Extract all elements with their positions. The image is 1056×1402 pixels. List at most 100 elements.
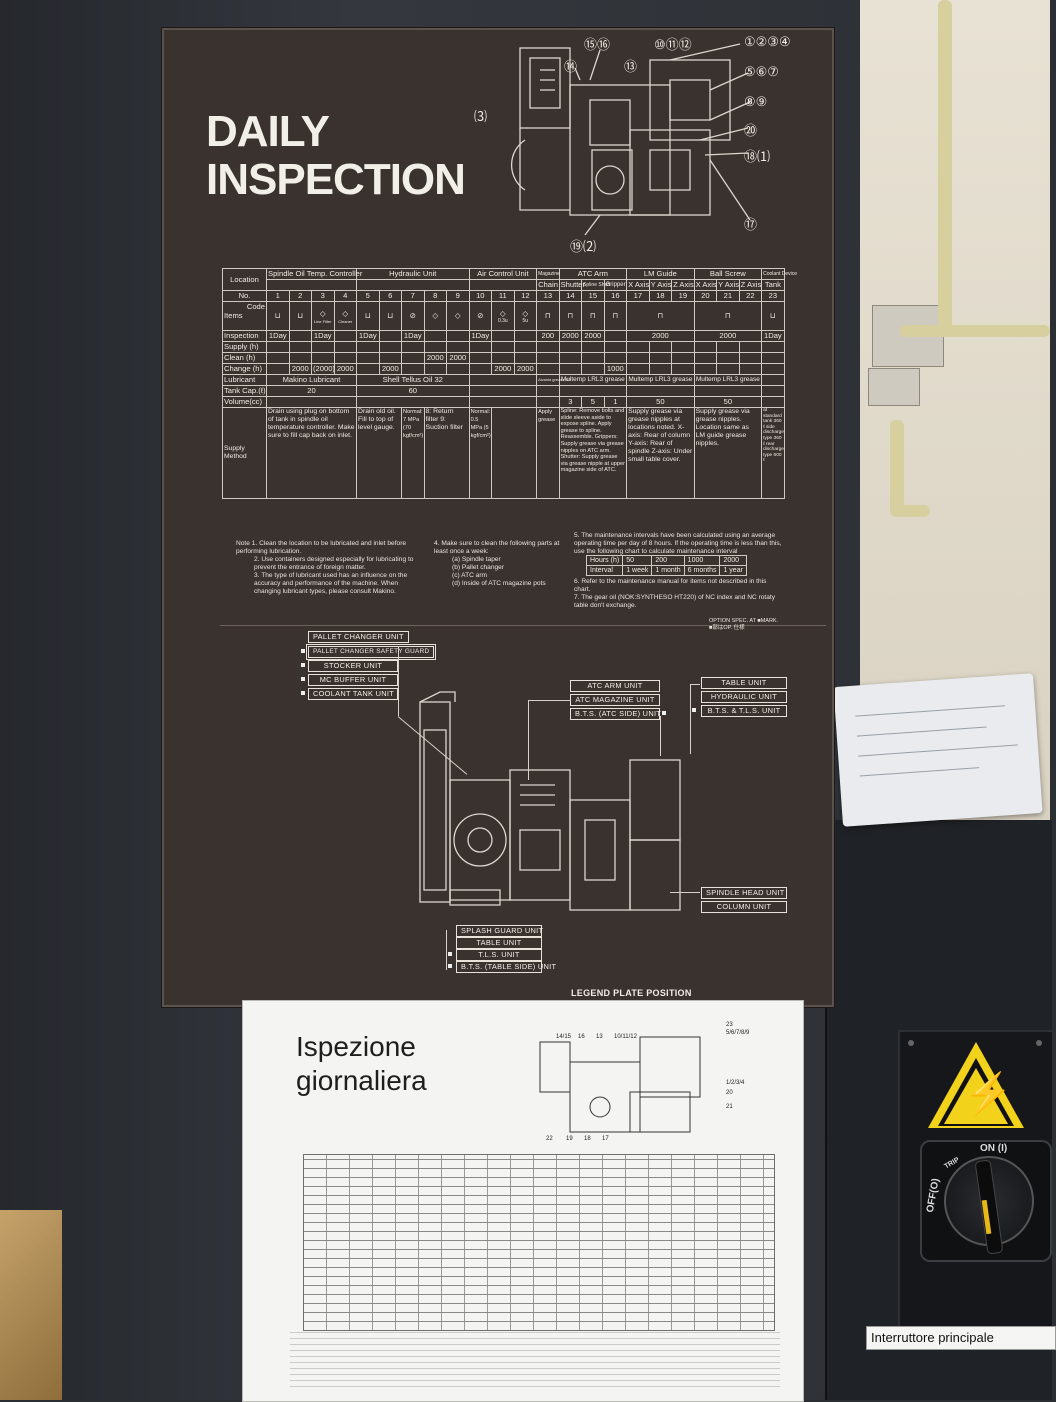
num-cell: 13	[536, 290, 560, 302]
cell: 50	[626, 396, 695, 408]
cell: 1Day	[468, 330, 493, 342]
label-mc-buffer: MC BUFFER UNIT	[308, 674, 398, 686]
callout-15-16: ⑮⑯	[584, 37, 611, 52]
callout-10-11-12: ⑩⑪⑫	[654, 37, 692, 52]
cell: 2000	[491, 363, 515, 375]
num-cell: 16	[603, 290, 628, 302]
code-label: Code	[246, 302, 265, 311]
label-tls: T.L.S. UNIT	[456, 949, 542, 961]
num-cell: 3	[311, 290, 335, 302]
cell: 2000	[288, 363, 312, 375]
hours-cell: 200	[651, 555, 685, 566]
notes-col-3: 5. The maintenance intervals have been c…	[574, 532, 784, 556]
header-magazine: Magazine	[536, 268, 560, 280]
sub-shutter: Shutter	[558, 279, 586, 291]
sub-gripper: Gripper	[603, 279, 628, 291]
interval-label: Interval	[585, 565, 624, 576]
notes-col-1: Note 1. Clean the location to be lubrica…	[236, 540, 416, 596]
cell: Multemp LRL3 grease	[558, 374, 628, 386]
cell: 1Day	[401, 330, 425, 342]
cell: Alvania grease S2	[536, 374, 571, 386]
header-ball: Ball Screw	[693, 268, 763, 280]
num-cell: 4	[333, 290, 358, 302]
machine-top-diagram	[511, 43, 751, 236]
cell: 60	[356, 385, 470, 397]
sub-x: X Axis	[626, 279, 650, 291]
num-cell: 19	[671, 290, 695, 302]
grease-symbol-icon: ⊓	[603, 301, 628, 331]
num-cell: 23	[761, 290, 785, 302]
cell: 5	[581, 396, 605, 408]
cell: Normal: 0.5 MPa (5 kgf/cm²)	[468, 407, 493, 499]
plate-title: DAILY INSPECTION	[206, 107, 466, 204]
sub-spline: Spline Shaft	[581, 279, 610, 291]
sub-by: Y Axis	[716, 279, 740, 291]
italian-callout: 16	[578, 1034, 585, 1040]
label-pallet-changer: PALLET CHANGER UNIT	[308, 631, 409, 643]
header-location: Location	[222, 268, 267, 291]
hours-cell: 2000	[719, 555, 747, 566]
num-cell: 2	[288, 290, 312, 302]
gauge-symbol-icon: ⊘	[468, 301, 493, 331]
daily-inspection-plate	[162, 28, 834, 1007]
grease-symbol-icon: ⊓	[693, 301, 763, 331]
num-cell: 14	[558, 290, 583, 302]
option-line-1: OPTION SPEC. AT ■MARK.	[709, 618, 779, 624]
machine-lower-diagram	[419, 691, 681, 911]
header-hydraulic: Hydraulic Unit	[356, 268, 470, 280]
num-cell: 7	[401, 290, 425, 302]
inspection-table: Location Spindle Oil Temp. Controller Hy…	[222, 268, 797, 499]
interval-cell: 1 month	[651, 565, 685, 576]
num-cell: 11	[491, 290, 515, 302]
cell: Makino Lubricant	[265, 374, 358, 386]
callout-14: ⑭	[564, 59, 578, 74]
option-mark-icon	[301, 677, 305, 681]
callout-1-2-3-4: ①②③④	[744, 34, 791, 49]
row-lubricant-label: Lubricant	[222, 374, 267, 386]
leader-line	[690, 684, 700, 685]
filter-symbol-icon: ◇5u	[513, 301, 538, 331]
cell: Drain using plug on bottom of tank in sp…	[265, 407, 358, 499]
cell: 8: Return filter 9: Suction filter	[423, 407, 470, 499]
leader-line	[660, 716, 661, 756]
label-bts-tls: B.T.S. & T.L.S. UNIT	[701, 705, 787, 717]
leader-line	[446, 930, 447, 970]
cell: 1Day	[761, 330, 785, 342]
conduit-pipe	[890, 505, 930, 517]
option-line-2: ■部はOP. 仕様	[709, 625, 745, 631]
label-spindle-head: SPINDLE HEAD UNIT	[701, 887, 787, 899]
callout-20: ⑳	[744, 123, 758, 138]
option-mark-icon	[662, 711, 666, 715]
items-label: Items	[224, 311, 243, 320]
italian-title: Ispezione giornaliera	[296, 1030, 427, 1098]
label-coolant-tank: COOLANT TANK UNIT	[308, 688, 398, 700]
num-cell: 5	[356, 290, 380, 302]
option-mark-icon	[448, 952, 452, 956]
code-note: 5u	[522, 317, 529, 324]
italian-callout: 23	[726, 1022, 733, 1028]
label-table-unit-2: TABLE UNIT	[456, 937, 542, 949]
sub-chain: Chain	[536, 279, 560, 291]
grease-symbol-icon: ⊓	[626, 301, 695, 331]
italian-notes	[290, 1330, 780, 1392]
note-5: 5. The maintenance intervals have been c…	[574, 532, 782, 555]
option-spec-note: OPTION SPEC. AT ■MARK. ■部はOP. 仕様	[709, 618, 778, 632]
cell: Multemp LRL3 grease	[626, 374, 695, 386]
header-spindle: Spindle Oil Temp. Controller	[265, 268, 363, 280]
warning-fill	[944, 1068, 1008, 1124]
label-stocker: STOCKER UNIT	[308, 660, 398, 672]
title-line-1: DAILY	[206, 107, 330, 156]
conduit-pipe	[900, 325, 1050, 337]
code-note: 0.3u	[497, 317, 508, 324]
leader-line	[398, 646, 399, 716]
cell: 1	[603, 396, 628, 408]
label-pallet-guard: PALLET CHANGER SAFETY GUARD	[305, 644, 437, 660]
notes-col-2: 4. Make sure to clean the following part…	[434, 540, 570, 588]
grease-symbol-icon: ⊓	[536, 301, 560, 331]
cell: 2000	[513, 363, 538, 375]
interval-table: Hours (h) 50 200 1000 2000 Interval 1 we…	[585, 555, 747, 576]
row-clean-label: Clean (h)	[222, 352, 267, 364]
paper-stack	[833, 673, 1043, 827]
row-supply-label: Supply (h)	[222, 341, 267, 353]
sub-tank: Tank	[761, 279, 785, 291]
